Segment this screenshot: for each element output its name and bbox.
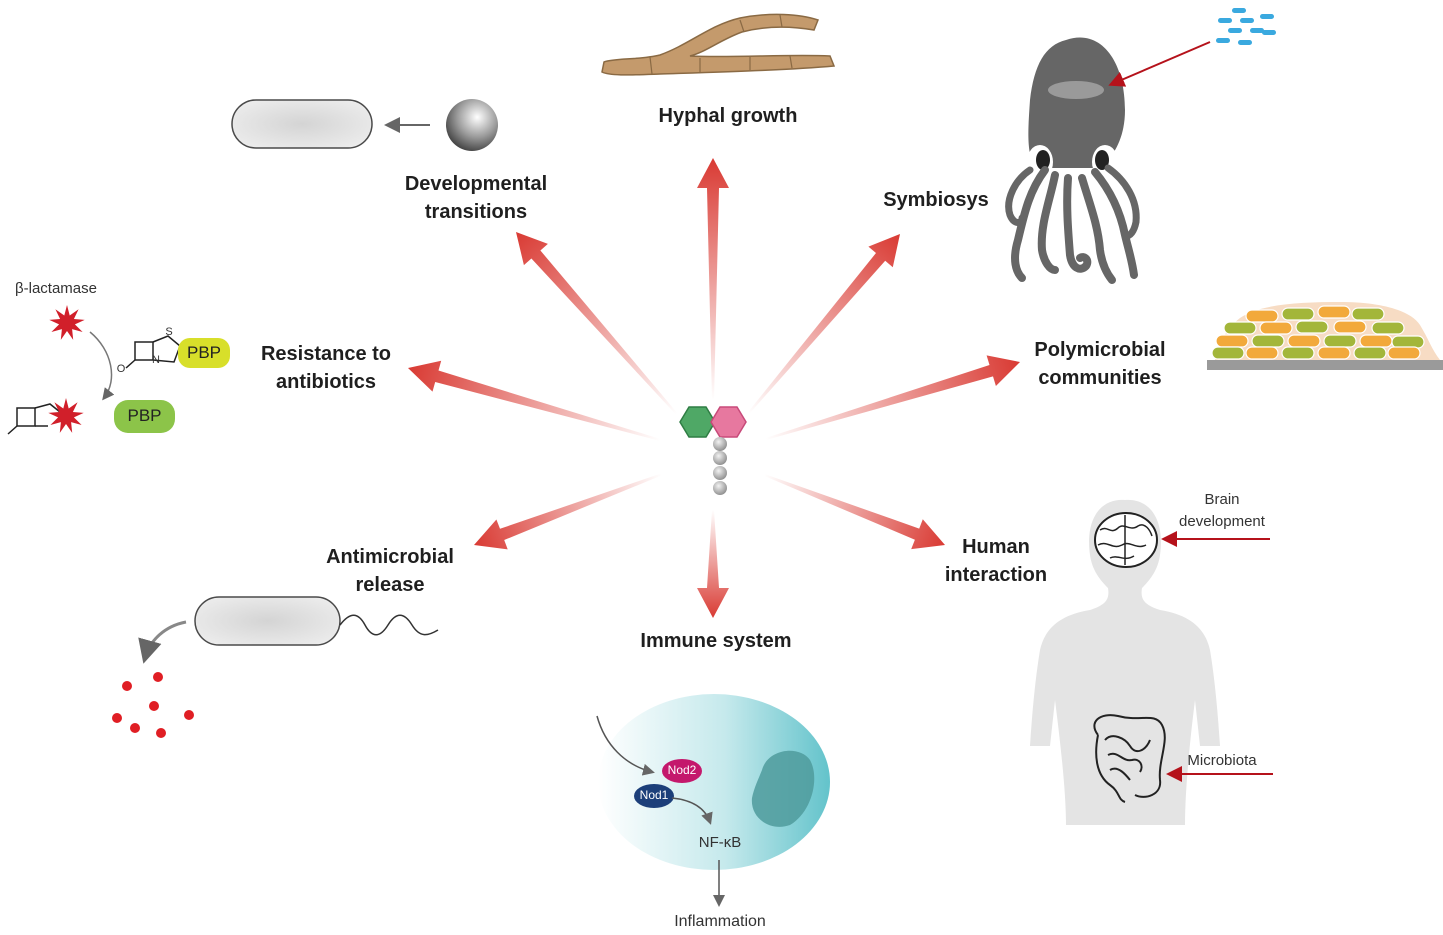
- sulfur-atom-label: S: [165, 326, 173, 338]
- arrow-hyphal: [697, 158, 729, 400]
- peptidoglycan-molecule: [679, 406, 747, 495]
- peptide-bead: [713, 437, 727, 451]
- label-developmental-line2: transitions: [424, 201, 528, 223]
- biofilm-cell: [1353, 346, 1387, 360]
- biofilm-cell: [1317, 305, 1351, 319]
- resistance-illustration: [7, 305, 230, 435]
- biofilm-cell: [1211, 346, 1245, 360]
- label-developmental-line1: Developmental: [404, 173, 548, 195]
- biofilm-cell: [1295, 320, 1329, 334]
- pink-hexagon: [710, 406, 747, 438]
- beta-lactamase-enzyme: [49, 305, 85, 340]
- intestine: [1093, 714, 1166, 803]
- biofilm-cell: [1359, 334, 1393, 348]
- nod2-label: Nod2: [667, 763, 697, 777]
- label-resistance-line1: Resistance to: [260, 343, 392, 365]
- biofilm-cell: [1223, 321, 1257, 335]
- biofilm-cell: [1215, 334, 1249, 348]
- oxygen-atom-label: O: [116, 363, 126, 375]
- label-antimicrobial-line1: Antimicrobial: [326, 546, 454, 568]
- arrow-human: [763, 474, 945, 550]
- label-symbiosys: Symbiosys: [883, 189, 989, 211]
- pbp-bound: [178, 338, 230, 368]
- biofilm-cell: [1245, 346, 1279, 360]
- nod1-label: Nod1: [639, 788, 669, 802]
- biofilm-cell: [1371, 321, 1405, 335]
- pbp-free: [114, 400, 175, 433]
- radiating-arrows: [408, 158, 1020, 618]
- hypha-illustration: [601, 13, 836, 76]
- label-hyphal-growth: Hyphal growth: [658, 105, 798, 127]
- spore: [446, 99, 498, 151]
- biofilm-cell: [1387, 346, 1421, 360]
- flagellum: [339, 614, 439, 636]
- arrow-developmental: [516, 232, 678, 415]
- pbp-free-label: PBP: [127, 406, 162, 425]
- biofilm-cell: [1391, 335, 1425, 349]
- arrow-symbiosys: [747, 234, 900, 414]
- arrow-resistance: [408, 360, 661, 441]
- peptide-bead: [713, 481, 727, 495]
- nod1: [634, 784, 674, 808]
- immune-cell-illustration: [596, 694, 830, 907]
- label-human-line2: interaction: [944, 564, 1048, 586]
- label-antimicrobial-line2: release: [355, 574, 425, 596]
- biofilm-cell: [1281, 307, 1315, 321]
- peptide-bead: [713, 451, 727, 465]
- label-polymicrobial-line2: communities: [1038, 367, 1162, 389]
- nitrogen-atom-label: N: [152, 354, 160, 366]
- pbp-bound-label: PBP: [186, 343, 222, 362]
- nucleus: [751, 750, 815, 827]
- label-immune-system: Immune system: [640, 630, 792, 652]
- brain-label-line1: Brain: [1204, 491, 1240, 508]
- biofilm-cell: [1245, 309, 1279, 323]
- biofilm-cell: [1287, 334, 1321, 348]
- antimicrobial-molecules: [112, 672, 194, 738]
- nf-kb-label: NF-κB: [698, 834, 742, 851]
- biofilm-cell: [1323, 334, 1357, 348]
- nod2: [662, 759, 702, 783]
- squid-illustration: [1005, 8, 1276, 284]
- human-illustration: [1030, 499, 1273, 825]
- beta-lactam-hydrolyzed: [7, 403, 61, 435]
- microbiota-label: Microbiota: [1187, 752, 1257, 769]
- label-resistance-line2: antibiotics: [275, 371, 376, 393]
- label-polymicrobial-line1: Polymicrobial: [1034, 339, 1166, 361]
- biofilm-cell: [1351, 307, 1385, 321]
- developmental-illustration: [231, 99, 498, 151]
- biofilm-cell: [1333, 320, 1367, 334]
- beta-lactamase-label: β-lactamase: [15, 280, 97, 297]
- green-hexagon: [679, 406, 716, 438]
- secreting-bacterium: [194, 596, 341, 646]
- inflammation-label: Inflammation: [674, 913, 766, 930]
- rod-bacterium: [231, 99, 373, 149]
- vibrio-bacteria: [1216, 8, 1276, 45]
- biofilm-cell: [1259, 321, 1293, 335]
- arrow-polymicrobial: [765, 355, 1020, 440]
- arrow-immune: [697, 510, 729, 618]
- brain-label-line2: development: [1179, 513, 1265, 530]
- brain: [1094, 512, 1158, 568]
- beta-lactamase-bound: [48, 398, 84, 433]
- peptide-bead: [713, 466, 727, 480]
- biofilm-cell: [1317, 346, 1351, 360]
- arrow-antimicrobial: [474, 473, 662, 550]
- host-cell: [598, 694, 830, 870]
- antimicrobial-illustration: [112, 596, 439, 738]
- label-human-line1: Human: [962, 536, 1030, 558]
- biofilm-cell: [1251, 334, 1285, 348]
- biofilm-illustration: [1207, 302, 1443, 370]
- biofilm-cell: [1281, 346, 1315, 360]
